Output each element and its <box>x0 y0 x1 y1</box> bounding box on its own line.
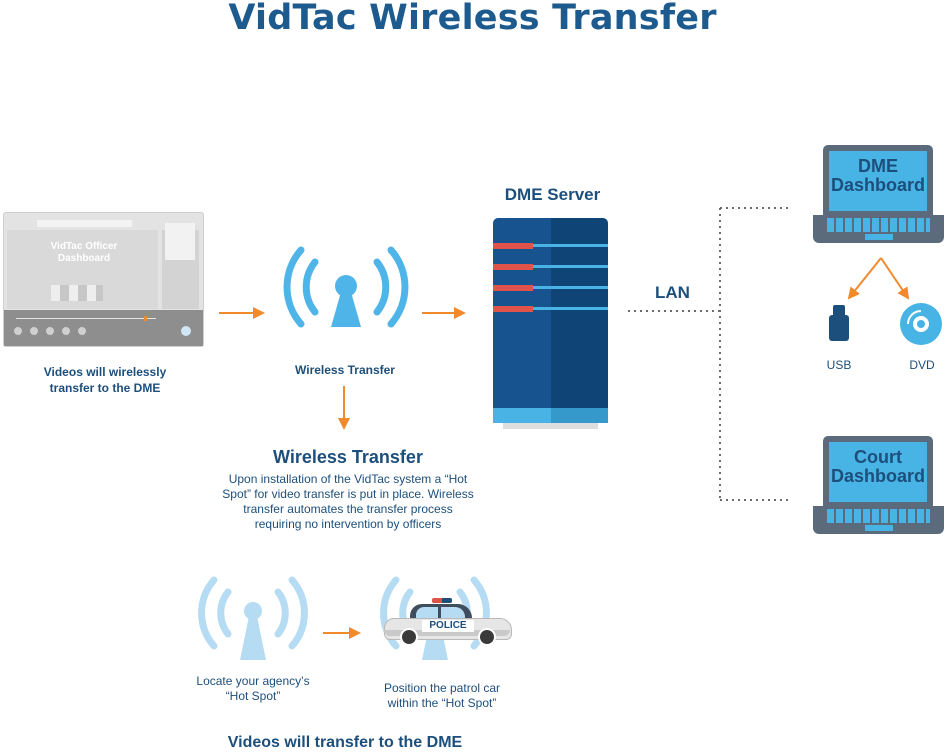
lan-label: LAN <box>655 283 690 302</box>
wireless-icon-label: Wireless Transfer <box>295 363 395 377</box>
car-caption: Position the patrol car within the “Hot … <box>383 681 501 710</box>
usb-label: USB <box>826 358 852 372</box>
wireless-description: Upon installation of the VidTac system a… <box>222 472 474 531</box>
dashboard-placeholder-blocks <box>51 285 103 301</box>
arrow-laptop-to-dvd <box>880 257 910 300</box>
police-car-wheel-rear <box>478 628 496 646</box>
dashboard-nav-bar <box>37 220 132 227</box>
wireless-heading: Wireless Transfer <box>273 447 423 467</box>
officer-dashboard-screenshot: VidTac Officer Dashboard <box>3 212 204 347</box>
dashboard-progress-thumb <box>144 316 147 321</box>
page-title: VidTac Wireless Transfer <box>228 0 717 38</box>
dashboard-side-card <box>165 223 195 260</box>
police-car-wheel-front <box>400 628 418 646</box>
dme-server-icon <box>493 218 608 429</box>
lan-dotted-lines <box>628 207 790 501</box>
wireless-tower-icon <box>283 246 409 328</box>
police-car: POLICE <box>382 596 512 646</box>
server-label: DME Server <box>504 185 601 204</box>
court-laptop-keyboard <box>827 509 930 523</box>
bottom-caption: Videos will transfer to the DME <box>227 734 463 751</box>
hotspot-icon <box>198 576 308 660</box>
hotspot-caption: Locate your agency’s “Hot Spot” <box>196 674 310 703</box>
court-laptop-screen-text: Court Dashboard <box>830 447 926 486</box>
usb-icon <box>829 305 849 341</box>
dme-laptop-keyboard <box>827 218 930 232</box>
dvd-label: DVD <box>909 358 935 372</box>
dashboard-progress-track <box>16 318 156 319</box>
dashboard-caption: Videos will wirelessly transfer to the D… <box>43 365 167 395</box>
police-car-text: POLICE <box>422 620 474 632</box>
dme-laptop: DME Dashboard <box>813 145 944 247</box>
court-laptop: Court Dashboard <box>813 436 944 538</box>
dashboard-screen-title: VidTac Officer Dashboard <box>50 241 118 264</box>
dvd-icon <box>900 303 942 345</box>
dme-laptop-screen-text: DME Dashboard <box>830 156 926 195</box>
dashboard-close-icon <box>181 326 191 336</box>
arrow-laptop-to-usb <box>847 257 882 300</box>
